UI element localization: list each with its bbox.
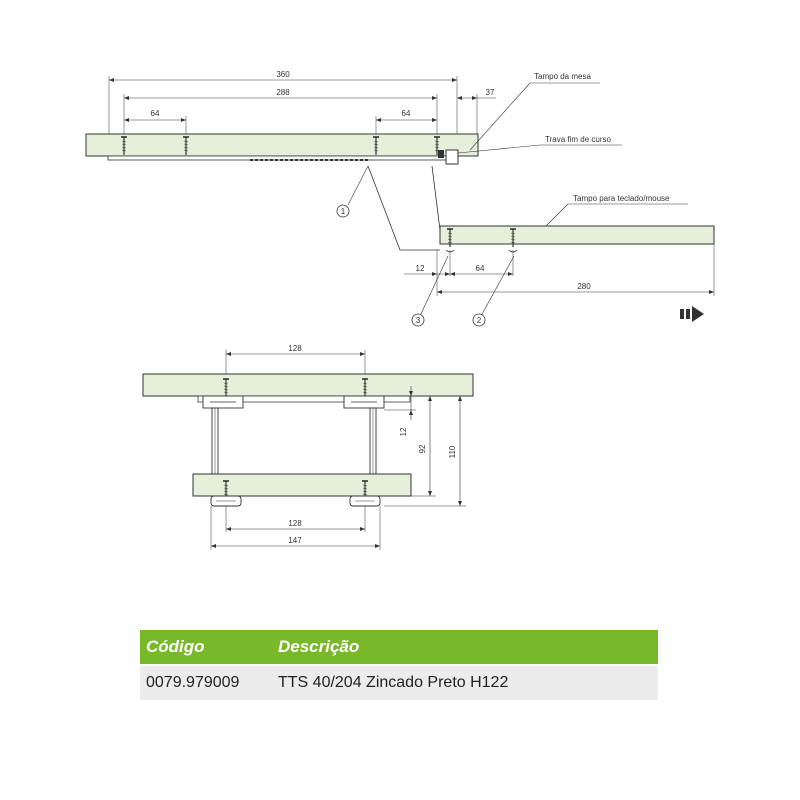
dim-360: 360 — [276, 70, 290, 79]
dim-128-top: 128 — [288, 344, 302, 353]
dim-92: 92 — [418, 444, 427, 453]
technical-drawing: Tampo da mesa Trava fim de curso Tampo p… — [85, 70, 715, 550]
cell-codigo: 0079.979009 — [140, 664, 272, 700]
section-view — [142, 350, 474, 550]
dim-288: 288 — [276, 88, 290, 97]
callout-2 — [472, 313, 486, 327]
dim-110: 110 — [448, 445, 457, 458]
label-tampo-mesa: Tampo da mesa — [534, 72, 591, 81]
dim-64-left: 64 — [151, 109, 160, 118]
keyboard-board — [439, 225, 715, 245]
callout-1-label: 1 — [341, 207, 346, 216]
dim-64-right: 64 — [402, 109, 411, 118]
arrow-right-icon — [680, 306, 704, 322]
callout-3-label: 3 — [416, 316, 421, 325]
table-top-board — [85, 133, 479, 157]
section-bottom-board — [192, 473, 412, 497]
header-codigo: Código — [140, 630, 272, 665]
stop-bracket — [445, 149, 459, 165]
callout-1 — [336, 204, 350, 218]
spec-table: Código Descrição 0079.979009 TTS 40/204 … — [140, 630, 658, 700]
dim-64-lower: 64 — [476, 264, 485, 273]
dim-280: 280 — [577, 282, 591, 291]
table-header-row: Código Descrição — [140, 630, 658, 665]
header-descricao: Descrição — [272, 630, 658, 665]
callout-2-label: 2 — [477, 316, 482, 325]
dim-37: 37 — [486, 88, 495, 97]
label-tampo-teclado: Tampo para teclado/mouse — [573, 194, 670, 203]
callout-3 — [411, 313, 425, 327]
table-row: 0079.979009 TTS 40/204 Zincado Preto H12… — [140, 664, 658, 700]
cell-descricao: TTS 40/204 Zincado Preto H122 — [272, 664, 658, 700]
side-view — [85, 76, 715, 327]
dim-12: 12 — [416, 264, 425, 273]
dim-147: 147 — [288, 536, 302, 545]
label-trava: Trava fim de curso — [545, 135, 611, 144]
dim-128-bottom: 128 — [288, 519, 302, 528]
section-top-board — [142, 373, 474, 397]
dim-12-vertical: 12 — [399, 427, 408, 436]
